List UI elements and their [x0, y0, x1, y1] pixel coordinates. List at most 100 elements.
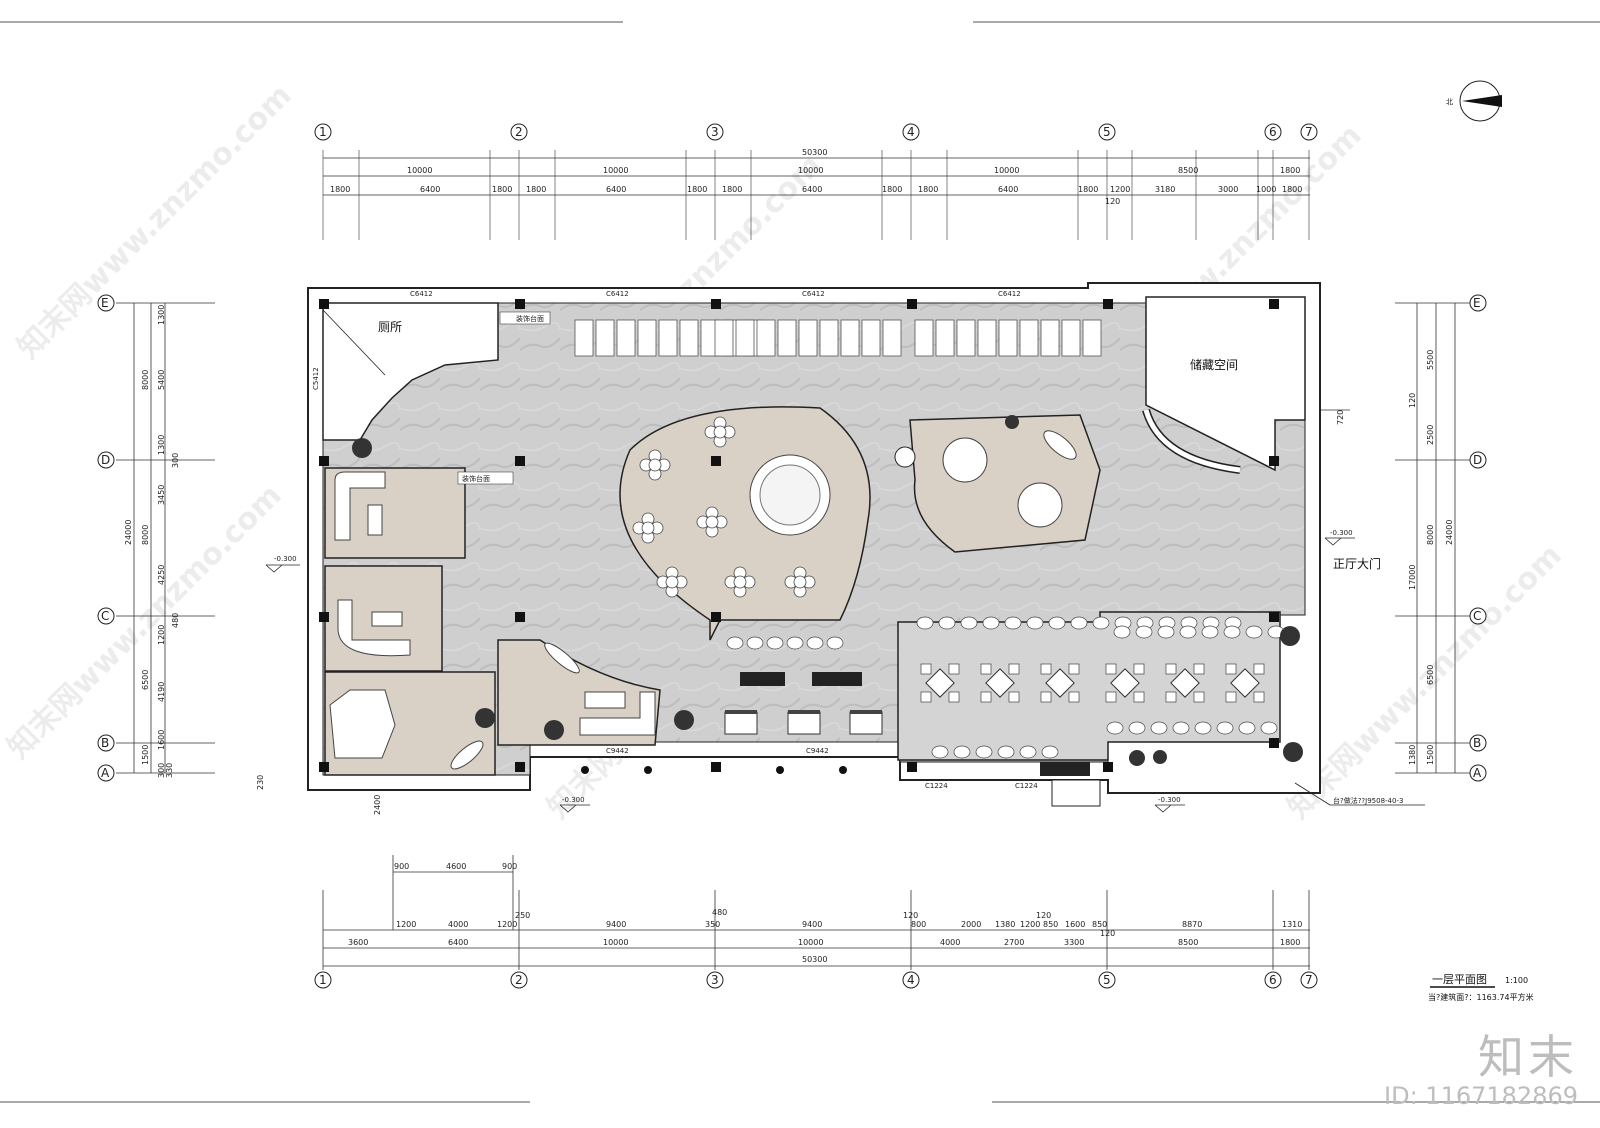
stool	[1070, 616, 1088, 630]
dining-chair	[1253, 663, 1265, 675]
dining-chair	[1040, 691, 1052, 703]
sofa-seat	[777, 319, 797, 357]
stool	[1216, 721, 1234, 735]
deco-counter-label: 装饰台面	[462, 474, 490, 483]
entrance-step	[1051, 779, 1101, 807]
top-dim: 1800	[882, 185, 902, 194]
bottom-dim: 8870	[1182, 920, 1202, 929]
dining-table	[985, 668, 1015, 698]
bottom-dim: 120	[1100, 929, 1115, 938]
axis-label: 7	[1305, 125, 1313, 139]
stool	[1041, 745, 1059, 759]
top-dim: 8500	[1178, 166, 1198, 175]
window-tag: C6412	[606, 290, 629, 298]
dining-chair	[1133, 691, 1145, 703]
window-tag: C9442	[606, 747, 629, 755]
stool	[1135, 625, 1153, 639]
sofa-seat	[798, 319, 818, 357]
top-dim: 1200	[1110, 185, 1130, 194]
title-block: 一层平面图 1:100 当?建筑面?：1163.74平方米	[1428, 973, 1534, 1002]
right-dim: 1500	[1426, 745, 1435, 765]
drawing-scale: 1:100	[1505, 976, 1528, 985]
axis-label: 1	[319, 125, 327, 139]
sofa-row-top	[574, 319, 1102, 357]
bottom-dim: 350	[705, 920, 720, 929]
axis-label: 4	[907, 125, 915, 139]
bottom-dim: 900	[502, 862, 517, 871]
left-dim: 1300	[157, 305, 166, 325]
dining-table	[1110, 668, 1140, 698]
storage-room: 储藏空间	[1142, 296, 1306, 474]
dining-chair	[1225, 691, 1237, 703]
dining-chair	[1193, 663, 1205, 675]
top-dim: 1800	[1280, 166, 1300, 175]
toilet-label: 厕所	[378, 320, 402, 334]
small-tables	[724, 710, 883, 735]
top-dim: 1800	[330, 185, 350, 194]
storage-label: 储藏空间	[1190, 357, 1238, 372]
sofa-seat	[574, 319, 594, 357]
bottom-dim: 4600	[446, 862, 466, 871]
sofa-seat	[998, 319, 1018, 357]
axis-label: 1	[319, 973, 327, 987]
top-dim: 1800	[1282, 185, 1302, 194]
left-dimension-text: 1300 5400 8000 1300 300 3450 8000 4250 2…	[124, 305, 180, 778]
left-dim: 3450	[157, 485, 166, 505]
dining-chair	[1008, 691, 1020, 703]
window-tag: C5412	[312, 367, 320, 390]
bottom-dim: 2000	[961, 920, 981, 929]
front-pillars	[581, 766, 847, 774]
brand-logo: 知末	[1478, 1030, 1578, 1084]
top-dim: 3000	[1218, 185, 1238, 194]
sofa-seat	[714, 319, 734, 357]
top-dim: 6400	[606, 185, 626, 194]
bottom-dim: 900	[394, 862, 409, 871]
stool	[975, 745, 993, 759]
table-edge	[725, 710, 757, 714]
dining-chair	[1105, 691, 1117, 703]
dining-chair	[1193, 691, 1205, 703]
dining-chair	[948, 663, 960, 675]
misc-dim: 2400	[373, 795, 382, 815]
top-dimension-text: 50300 10000 10000 10000 10000 8500 1800 …	[330, 148, 1302, 206]
stool	[982, 616, 1000, 630]
top-dim: 6400	[802, 185, 822, 194]
stool	[826, 636, 844, 650]
dining-chair	[1068, 663, 1080, 675]
dining-area	[726, 611, 1285, 761]
top-dim: 1800	[526, 185, 546, 194]
stool	[1026, 616, 1044, 630]
stool	[1113, 625, 1131, 639]
round-table	[648, 458, 662, 472]
sofa-seat	[1061, 319, 1081, 357]
bottom-dim: 10000	[603, 938, 628, 947]
sofa-seat	[756, 319, 776, 357]
stool	[960, 616, 978, 630]
sofa-seat	[595, 319, 615, 357]
axis-label: 3	[711, 125, 719, 139]
top-dim: 3180	[1155, 185, 1175, 194]
left-dim: 1600	[157, 730, 166, 750]
stool	[1245, 625, 1263, 639]
axis-label: E	[101, 296, 109, 310]
deco-counter-label: 装饰台面	[516, 314, 544, 323]
bottom-dim: 1600	[1065, 920, 1085, 929]
top-dim: 10000	[798, 166, 823, 175]
sofa-seat	[819, 319, 839, 357]
building-area: 当?建筑面?：1163.74平方米	[1428, 992, 1534, 1002]
dining-table	[925, 668, 955, 698]
stool	[1128, 721, 1146, 735]
axis-bubbles-bottom: 1 2 3 4 5 6 7	[314, 971, 1318, 989]
stool	[1223, 625, 1241, 639]
axis-label: 3	[711, 973, 719, 987]
stool	[1048, 616, 1066, 630]
sheet-frame	[0, 21, 1600, 1103]
drawing-title: 一层平面图	[1432, 973, 1487, 986]
dining-chair	[1225, 663, 1237, 675]
axis-label: A	[1473, 766, 1482, 780]
top-dim-note: 120	[1105, 197, 1120, 206]
sofa-seat	[735, 319, 755, 357]
axis-label: 2	[515, 973, 523, 987]
stool	[766, 636, 784, 650]
